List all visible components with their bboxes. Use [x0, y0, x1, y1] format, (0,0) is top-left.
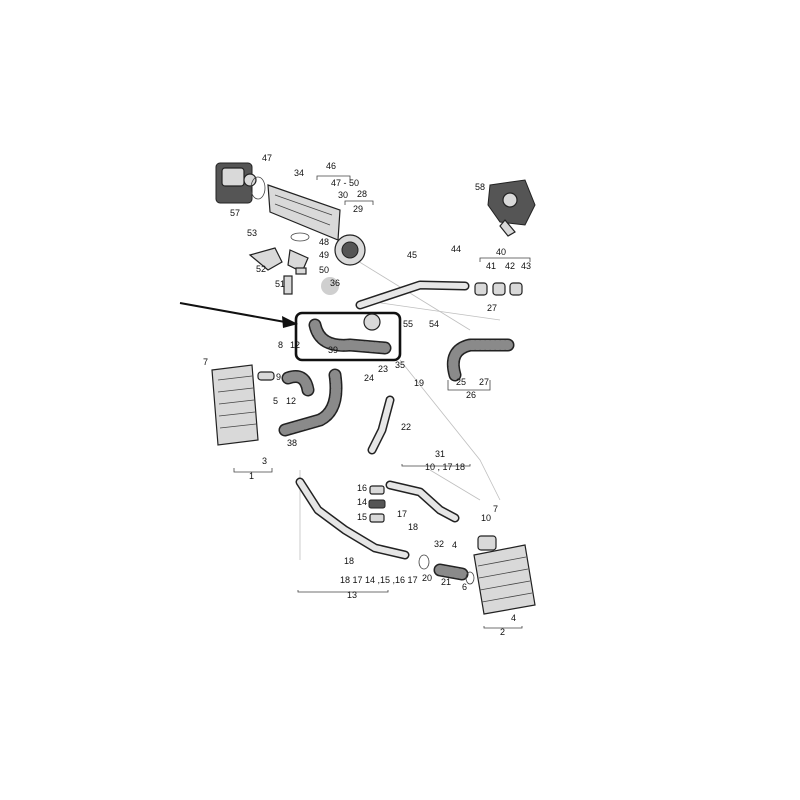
hose-21	[433, 563, 469, 581]
throttle-body-57	[215, 162, 257, 204]
callout-c31: 31	[435, 449, 445, 459]
callout-c4a: 4	[452, 540, 457, 550]
hose-left-upper	[281, 370, 315, 397]
fittings-14-16	[368, 485, 386, 523]
callout-c1: 1	[249, 471, 254, 481]
callout-c46: 46	[326, 161, 336, 171]
callout-c50: 50	[319, 265, 329, 275]
intercooler-1	[211, 364, 259, 446]
callout-c30: 30	[338, 190, 348, 200]
sleeve-51	[283, 275, 293, 295]
callout-c21: 21	[441, 577, 451, 587]
callout-c5: 5	[273, 396, 278, 406]
callout-c9: 9	[276, 372, 281, 382]
hose-left-38	[278, 368, 343, 437]
callout-c8: 8	[278, 340, 283, 350]
highlight-box	[294, 311, 402, 362]
callout-c45: 45	[407, 250, 417, 260]
callout-c10: 10	[481, 513, 491, 523]
callout-c24: 24	[364, 373, 374, 383]
callout-c39: 39	[328, 345, 338, 355]
callout-c54: 54	[429, 319, 439, 329]
hose-39	[308, 318, 392, 355]
callout-c26: 26	[466, 390, 476, 400]
callout-c47: 47	[262, 153, 272, 163]
callout-c41: 41	[486, 261, 496, 271]
callout-c48: 48	[319, 237, 329, 247]
callout-c2: 2	[500, 627, 505, 637]
callout-c18b: 18	[344, 556, 354, 566]
bracket-52	[248, 247, 283, 271]
gasket-47	[250, 176, 266, 200]
callout-c12b: 12	[286, 396, 296, 406]
callout-c28: 28	[357, 189, 367, 199]
callout-c44: 44	[451, 244, 461, 254]
callout-c18a: 18	[408, 522, 418, 532]
callout-c23: 23	[378, 364, 388, 374]
callout-c36: 36	[330, 278, 340, 288]
callout-c40: 40	[496, 247, 506, 257]
callout-c29: 29	[353, 204, 363, 214]
pipe-22	[367, 395, 395, 455]
callout-c16: 16	[357, 483, 367, 493]
group-brackets	[233, 175, 531, 629]
callout-c47-50: 47 - 50	[331, 178, 359, 188]
pipe-stub-9	[257, 371, 275, 381]
callout-c38: 38	[287, 438, 297, 448]
ring-20	[418, 554, 430, 570]
pointer-arrow	[179, 302, 298, 328]
clamps-40	[474, 282, 523, 296]
pipe-13	[295, 477, 410, 560]
intercooler-2	[473, 535, 536, 615]
callout-c57: 57	[230, 208, 240, 218]
callout-c32: 32	[434, 539, 444, 549]
callout-c15: 15	[357, 512, 367, 522]
callout-c52: 52	[256, 264, 266, 274]
callout-c53: 53	[247, 228, 257, 238]
callout-c35: 35	[395, 360, 405, 370]
callout-c43: 43	[521, 261, 531, 271]
callout-c4b: 4	[511, 613, 516, 623]
callout-c58: 58	[475, 182, 485, 192]
callout-c42: 42	[505, 261, 515, 271]
callout-c19: 19	[414, 378, 424, 388]
callout-c55: 55	[403, 319, 413, 329]
pipe-31	[385, 480, 460, 523]
badge-36	[321, 277, 339, 295]
component-58	[487, 179, 536, 237]
callout-c20: 20	[422, 573, 432, 583]
callout-c17a: 17	[397, 509, 407, 519]
callout-c34: 34	[294, 168, 304, 178]
callout-c18-17-14-15-16-17: 18 17 14 ,15 ,16 17	[340, 575, 418, 585]
callout-c49: 49	[319, 250, 329, 260]
ring-6	[465, 571, 475, 585]
gasket-48	[290, 232, 310, 242]
callout-c25: 25	[456, 377, 466, 387]
callout-c27: 27	[487, 303, 497, 313]
callout-c6: 6	[462, 582, 467, 592]
callout-c7b: 7	[493, 504, 498, 514]
clip-50	[295, 267, 307, 275]
callout-c51: 51	[275, 279, 285, 289]
callout-c3: 3	[262, 456, 267, 466]
callout-c10-17-18: 10 , 17 18	[425, 462, 465, 472]
callout-c7a: 7	[203, 357, 208, 367]
fitting-36	[363, 313, 381, 331]
manifold-46	[267, 184, 341, 241]
callout-c12a: 12	[290, 340, 300, 350]
callout-c27b: 27	[479, 377, 489, 387]
hose-26	[446, 338, 515, 382]
callout-c13: 13	[347, 590, 357, 600]
pipe-upper-right	[355, 280, 470, 310]
callout-c22: 22	[401, 422, 411, 432]
valve-28	[334, 234, 366, 266]
callout-c14: 14	[357, 497, 367, 507]
